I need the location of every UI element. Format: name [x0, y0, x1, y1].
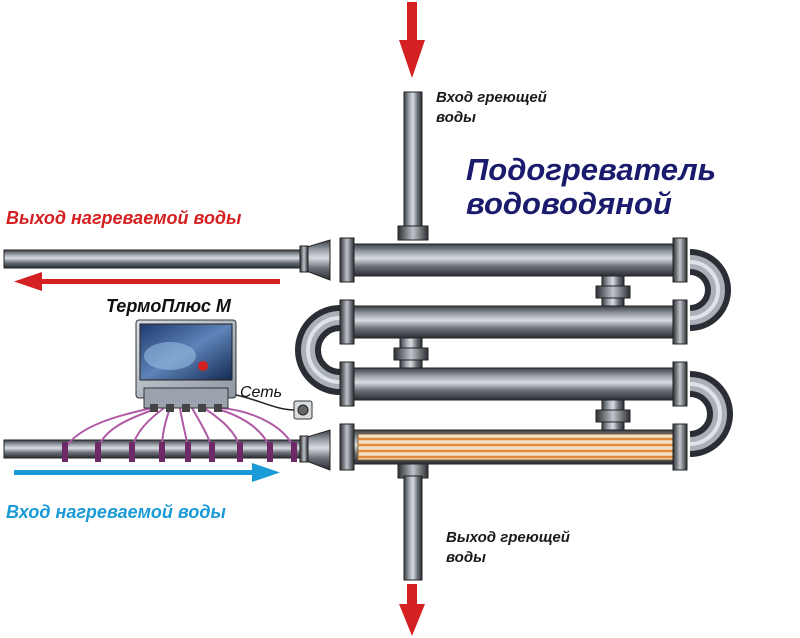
title-line1: Подогреватель [466, 152, 717, 187]
title-line2: водоводяной [466, 186, 672, 221]
sensor-clamps [62, 442, 297, 462]
heated-outlet-pipe [3, 239, 331, 281]
heating-inlet-pipe [397, 91, 429, 241]
network-label: Сеть [240, 384, 283, 401]
heat-exchanger-tubes [344, 243, 686, 465]
tube-connectors [393, 275, 631, 431]
heated-inlet-arrow [14, 463, 280, 482]
heating-outlet-label-line2: воды [446, 549, 486, 566]
tube-flanges [339, 237, 688, 471]
power-socket [235, 394, 313, 420]
heated-outlet-arrow [14, 272, 280, 291]
controller-device [135, 319, 237, 412]
u-bends [295, 249, 733, 457]
heating-outlet-label-line1: Выход греющей [446, 529, 570, 546]
heated-inlet-pipe [3, 429, 331, 471]
heated-outlet-label: Выход нагреваемой воды [6, 208, 242, 228]
heating-inlet-label-line1: Вход греющей [436, 89, 547, 106]
heating-outlet-pipe [397, 463, 429, 581]
heating-inlet-label-line2: воды [436, 109, 476, 126]
device-label: ТермоПлюс М [106, 296, 231, 316]
heated-inlet-label: Вход нагреваемой воды [6, 502, 226, 522]
heating-inlet-arrow [399, 2, 425, 78]
heating-outlet-arrow [399, 584, 425, 636]
